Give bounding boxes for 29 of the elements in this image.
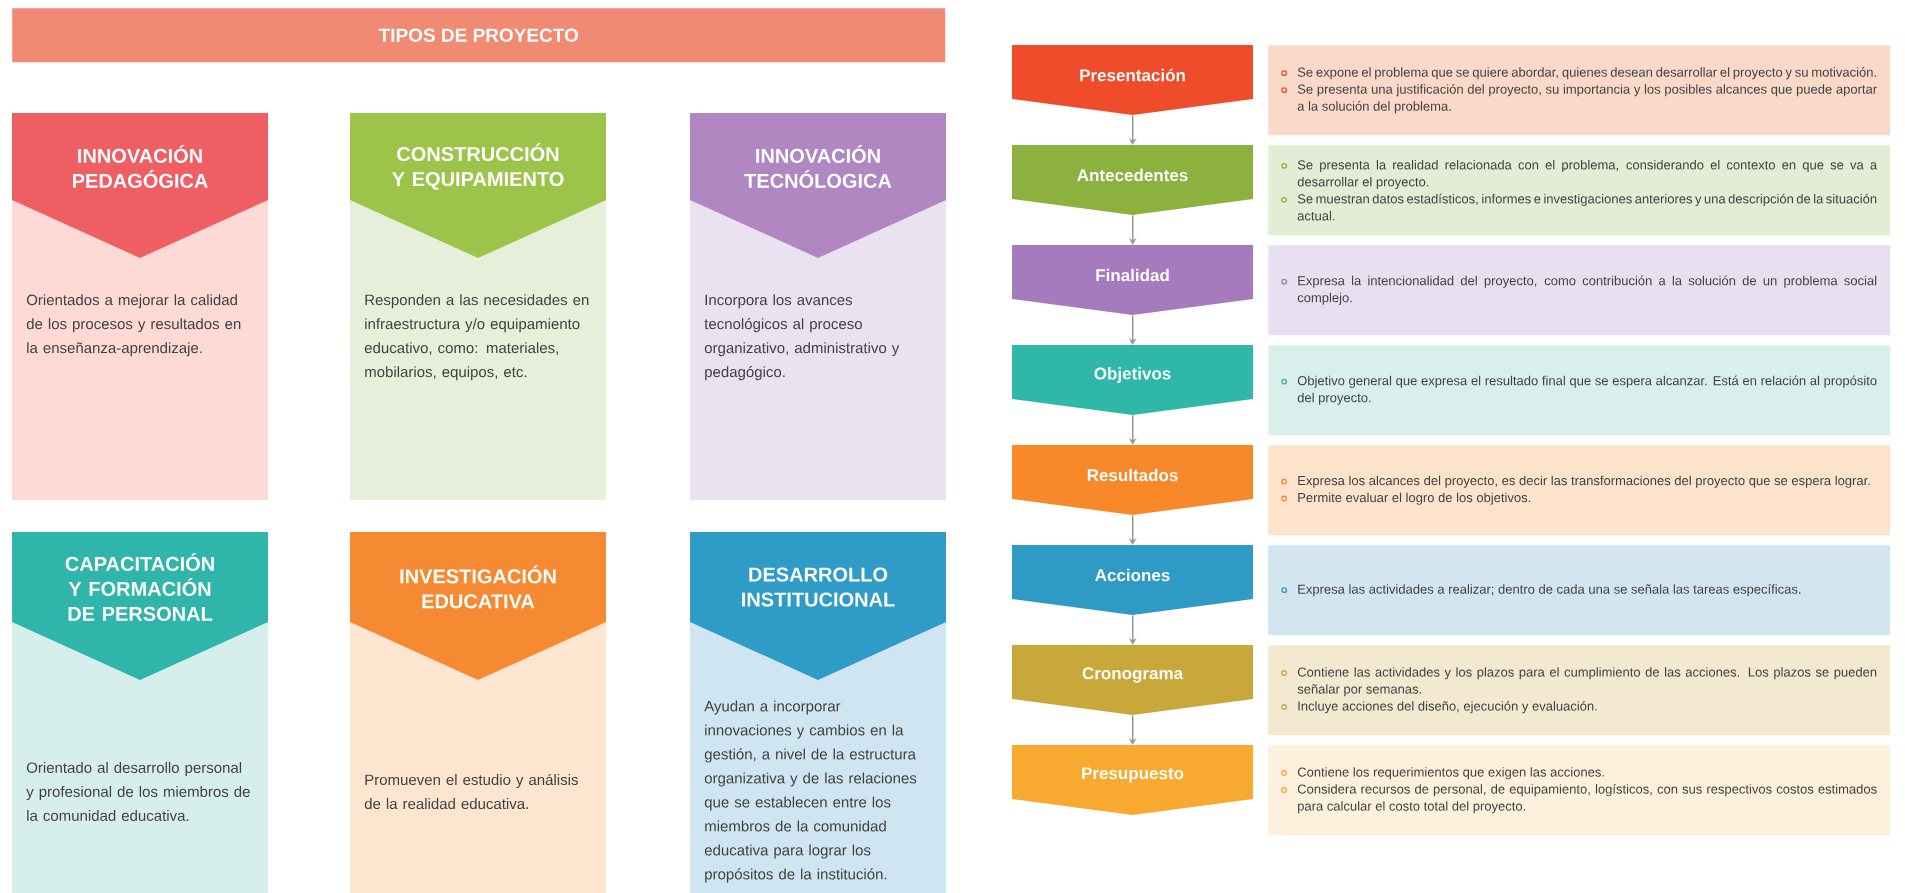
card-text: Incorpora los avances tecnológicos al proceso organizativo, administrativo y pedagógico. <box>704 294 900 381</box>
description-box: Objetivo general que expresa el resultado final que se espera alcanzar. Está en relación al propósito del proyecto. <box>1268 345 1891 436</box>
step-box: Objetivos <box>1012 345 1253 415</box>
heading-banner: INNOVACIÓN PEDAGÓGICA <box>12 113 268 258</box>
heading-banner: DESARROLLO INSTITUCIONAL <box>690 532 946 680</box>
step-box: Presupuesto <box>1012 745 1253 815</box>
description-box: Expresa los alcances del proyecto, es decir las transformaciones del proyecto que se espera lograr. Permite evaluar el logro de los objetivos. <box>1268 445 1891 536</box>
heading-banner: CAPACITACIÓN Y FORMACIÓN DE PERSONAL <box>12 532 268 680</box>
description-box: Expresa la intencionalidad del proyecto, como contribución a la solución de un problema social complejo. <box>1268 245 1891 336</box>
description-box: Contiene los requerimientos que exigen las acciones. Considera recursos de personal, de equipamiento, logísticos, con sus respectivos costos estimados para calcular el costo total del proyecto. <box>1268 745 1891 836</box>
title-banner: TIPOS DE PROYECTO <box>12 8 946 63</box>
step-box: Antecedentes <box>1012 145 1253 215</box>
step-box: Cronograma <box>1012 645 1253 715</box>
step-box: Presentación <box>1012 45 1253 115</box>
card-text: Promueven el estudio y análisis de la realidad educativa. <box>364 773 578 810</box>
card-text: Orientado al desarrollo personal y profesional de los miembros de la comunidad educativa. <box>26 762 250 821</box>
description-box: Se expone el problema que se quiere abordar, quienes desean desarrollar el proyecto y su motivación. Se presenta una justificación del proyecto, su importancia y los posibles alcances que puede aportar a la solución del problema. <box>1268 45 1891 136</box>
heading-banner: CONSTRUCCIÓN Y EQUIPAMIENTO <box>350 113 606 258</box>
description-box: Expresa las actividades a realizar; dentro de cada una se señala las tareas específicas. <box>1268 545 1891 636</box>
heading-banner: INVESTIGACIÓN EDUCATIVA <box>350 532 606 680</box>
step-box: Resultados <box>1012 445 1253 515</box>
description-box: Contiene las actividades y los plazos para el cumplimiento de las acciones. Los plazos se pueden señalar por semanas. Incluye acciones del diseño, ejecución y evaluación. <box>1268 645 1891 736</box>
card-text: Orientados a mejorar la calidad de los procesos y resultados en la enseñanza-aprendizaje. <box>26 294 241 357</box>
step-box: Finalidad <box>1012 245 1253 315</box>
step-box: Acciones <box>1012 545 1253 615</box>
card-text: Ayudan a incorporar innovaciones y cambios en la gestión, a nivel de la estructura organizativa y de las relaciones que se establecen entre los miembros de la comunidad educativa para lograr los propósitos de la institución. <box>704 700 917 883</box>
description-box: Se presenta la realidad relacionada con el problema, considerando el contexto en que se va a desarrollar el proyecto. Se muestran datos estadísticos, informes e investigaciones anteriores y una descripción de la situación actual. <box>1268 145 1891 236</box>
heading-banner: INNOVACIÓN TECNÓLOGICA <box>690 113 946 258</box>
card-text: Responden a las necesidades en infraestructura y/o equipamiento educativo, como: materiales, mobilarios, equipos, etc. <box>364 294 589 381</box>
